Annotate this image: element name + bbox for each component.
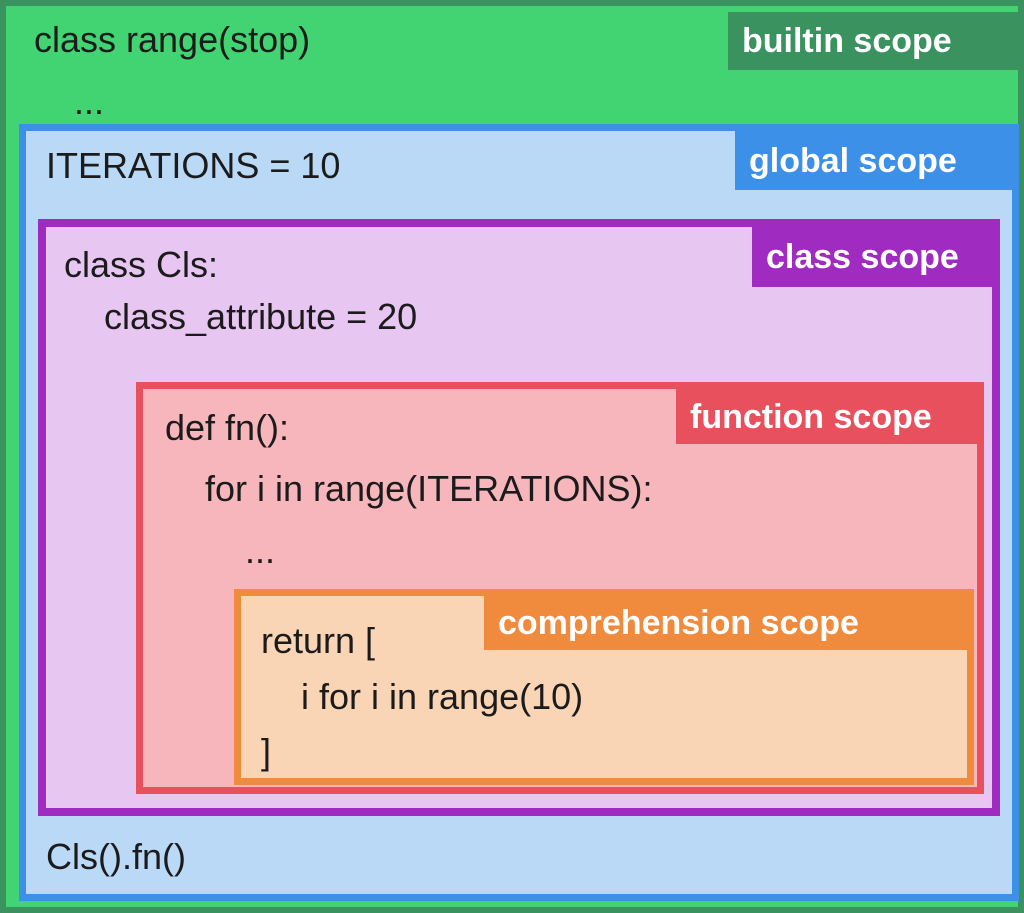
global-code-line-1: ITERATIONS = 10 [46, 145, 341, 186]
function-scope-label: function scope [676, 389, 977, 444]
comprehension-code-line-3: ] [261, 731, 272, 772]
function-code-line-2: for i in range(ITERATIONS): [165, 468, 653, 509]
builtin-code-line-1: class range(stop) [34, 19, 311, 60]
comprehension-code-line-2: i for i in range(10) [261, 676, 584, 717]
function-code-line-1: def fn(): [165, 407, 290, 448]
class-code-line-1: class Cls: [64, 244, 219, 285]
class-scope-label: class scope [752, 227, 992, 287]
global-scope-box: global scope ITERATIONS = 10 Cls().fn() … [19, 124, 1019, 901]
function-code-line-3: ... [165, 530, 276, 571]
global-code-line-2: Cls().fn() [46, 836, 186, 877]
class-code-line-2: class_attribute = 20 [64, 296, 418, 337]
class-scope-box: class scope class Cls: class_attribute =… [38, 219, 1000, 816]
global-scope-label: global scope [735, 131, 1012, 190]
comprehension-scope-box: comprehension scope return [ i for i in … [234, 589, 974, 785]
function-scope-box: function scope def fn(): for i in range(… [136, 382, 984, 794]
comprehension-scope-label: comprehension scope [484, 596, 967, 650]
builtin-scope-label: builtin scope [728, 12, 1024, 70]
builtin-code-line-2: ... [34, 81, 105, 122]
comprehension-code-line-1: return [ [261, 620, 376, 661]
